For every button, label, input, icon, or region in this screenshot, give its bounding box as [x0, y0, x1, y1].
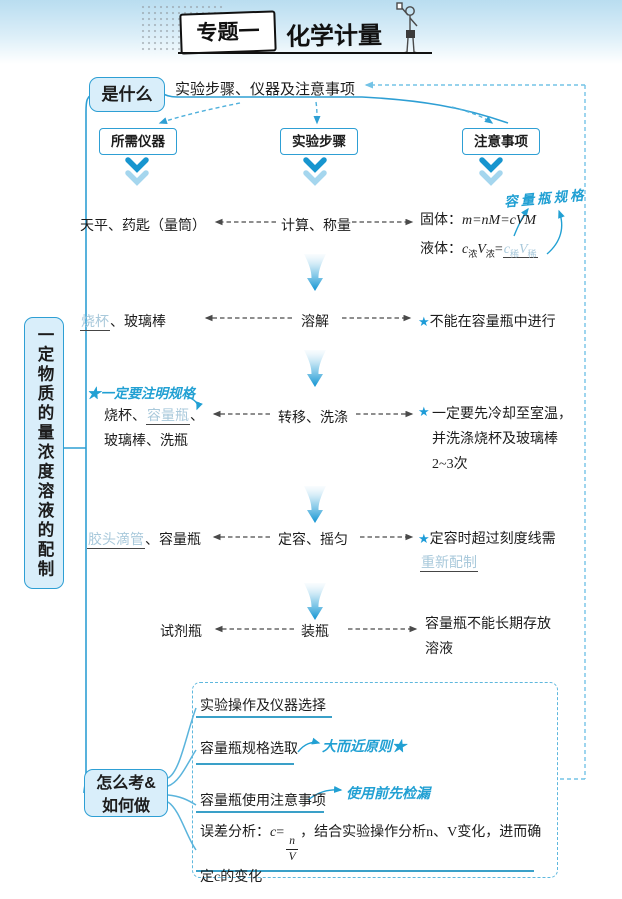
- row3-instrument-pre: 烧杯、: [104, 409, 146, 424]
- row3-note-line2: 并洗涤烧杯及玻璃棒: [432, 432, 558, 447]
- var-c: c: [503, 242, 510, 257]
- row3-note-line3: 2~3次: [432, 457, 468, 472]
- sub-concentrated: 浓: [468, 248, 478, 259]
- row4-note-blank: 重新配制: [420, 552, 478, 572]
- branch-what-label: 是什么: [89, 77, 165, 112]
- sub-concentrated: 浓: [485, 248, 495, 259]
- row3-note-line1: 一定要先冷却至室温，: [432, 407, 572, 422]
- how-item2-note: 大而近原则★: [322, 739, 406, 755]
- column-notes: 注意事项: [462, 128, 540, 155]
- row3-note: 一定要先冷却至室温， 并洗涤烧杯及玻璃棒 2~3次: [432, 402, 592, 477]
- equals-sign: =: [494, 242, 503, 257]
- star-icon: ★: [418, 314, 430, 329]
- row2-note-text: 不能在容量瓶中进行: [429, 315, 556, 330]
- solid-label: 固体：: [420, 213, 462, 228]
- how-item3-note: 使用前先检漏: [346, 786, 430, 802]
- liquid-label: 液体：: [420, 242, 462, 257]
- row1-annotation: 容量瓶规格: [503, 187, 588, 211]
- what-node-text: 实验步骤、仪器及注意事项: [175, 82, 356, 98]
- how-item1: 实验操作及仪器选择: [200, 699, 326, 714]
- row1-solid-formula: 固体：m=nM=cVM: [420, 209, 536, 229]
- row2-step: 溶解: [301, 315, 329, 330]
- fraction-denominator: V: [288, 850, 296, 863]
- row3-instrument-mid: 、: [190, 409, 204, 424]
- down-arrow-icon: [304, 254, 326, 620]
- fill-blank-beaker: 烧杯: [80, 315, 110, 331]
- row4-note: ★定容时超过刻度线需: [418, 528, 556, 548]
- fill-blank-volumetric-flask: 容量瓶: [146, 409, 190, 425]
- var-v: V: [477, 242, 486, 257]
- row5-instrument: 试剂瓶: [160, 625, 202, 640]
- banner-badge: 专题一: [179, 10, 277, 55]
- fraction-numerator: n: [289, 835, 295, 847]
- row2-note: ★不能在容量瓶中进行: [418, 311, 556, 331]
- row3-step: 转移、洗涤: [278, 411, 348, 426]
- row5-step: 装瓶: [301, 625, 329, 640]
- row4-instrument-rest: 、容量瓶: [145, 533, 201, 548]
- row1-step: 计算、称量: [281, 219, 351, 234]
- row3-annotation: ★一定要注明规格: [87, 386, 195, 402]
- row5-note-line2: 溶液: [425, 642, 453, 657]
- row2-instrument-rest: 、玻璃棒: [110, 315, 166, 330]
- row4-note-text: 定容时超过刻度线需: [429, 532, 556, 547]
- row5-note-line1: 容量瓶不能长期存放: [425, 617, 551, 632]
- row1-instrument: 天平、药匙（量筒）: [80, 219, 206, 234]
- root-topic: 一定物质的量浓度溶液的配制: [24, 317, 64, 589]
- column-steps: 实验步骤: [280, 128, 358, 155]
- fraction-bar: [286, 849, 299, 850]
- row4-instrument: 胶头滴管、容量瓶: [87, 529, 201, 549]
- column-instruments: 所需仪器: [99, 128, 177, 155]
- branch-how-label: 怎么考& 如何做: [84, 769, 168, 817]
- row4-step: 定容、摇匀: [278, 533, 348, 548]
- error-analysis-tail: ，结合实验操作分析n、V变化，进而确定c的变化: [200, 825, 542, 885]
- sub-dilute: 稀: [527, 248, 537, 259]
- banner-rule: [178, 52, 432, 54]
- star-icon: ★: [418, 404, 430, 419]
- branch-dashed-arrows: [158, 101, 494, 125]
- row1-liquid-formula: 液体：c浓V浓=c稀V稀: [420, 238, 538, 260]
- row5-note: 容量瓶不能长期存放 溶液: [425, 612, 570, 662]
- fill-blank-remake: 重新配制: [420, 556, 478, 572]
- row2-instrument: 烧杯、玻璃棒: [80, 311, 166, 331]
- row3-instrument-line2: 玻璃棒、洗瓶: [104, 434, 188, 449]
- how-dashed-box: [192, 682, 558, 878]
- var-c: c: [462, 242, 469, 257]
- sub-dilute: 稀: [509, 248, 519, 259]
- double-chevron-icon: [125, 157, 503, 186]
- page-title: 化学计量: [285, 22, 383, 51]
- row3-instrument-line1: 烧杯、容量瓶、: [104, 405, 204, 425]
- var-c: c: [270, 825, 277, 840]
- solid-formula-text: m=nM=cVM: [462, 213, 537, 228]
- how-item2: 容量瓶规格选取: [200, 742, 298, 757]
- star-icon: ★: [418, 531, 430, 546]
- fill-blank-dropper: 胶头滴管: [87, 533, 145, 549]
- how-label-line2: 如何做: [101, 798, 150, 815]
- how-item3: 容量瓶使用注意事项: [200, 794, 326, 809]
- equals-sign: =: [276, 825, 285, 840]
- how-label-line1: 怎么考&: [96, 775, 156, 792]
- liquid-formula-blank: c稀V稀: [502, 242, 538, 259]
- var-v: V: [518, 242, 528, 257]
- error-analysis-label: 误差分析：: [200, 825, 270, 840]
